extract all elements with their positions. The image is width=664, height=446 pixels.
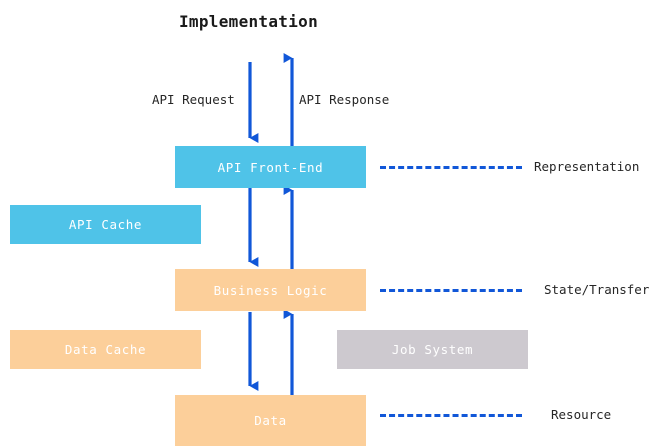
connector-resource — [380, 414, 522, 417]
box-api-cache[interactable]: API Cache — [10, 205, 201, 244]
box-job-system[interactable]: Job System — [337, 330, 528, 369]
page-title: Implementation — [178, 12, 319, 31]
connector-representation — [380, 166, 522, 169]
side-label-representation: Representation — [534, 159, 640, 174]
box-data-cache[interactable]: Data Cache — [10, 330, 201, 369]
edge-label-api-response: API Response — [299, 92, 390, 107]
box-business-logic[interactable]: Business Logic — [175, 269, 366, 311]
box-api-front-end[interactable]: API Front-End — [175, 146, 366, 188]
side-label-resource: Resource — [551, 407, 612, 422]
connector-state-transfer — [380, 289, 522, 292]
edge-label-api-request: API Request — [152, 92, 235, 107]
side-label-state-transfer: State/Transfer — [544, 282, 650, 297]
box-data[interactable]: Data — [175, 395, 366, 446]
